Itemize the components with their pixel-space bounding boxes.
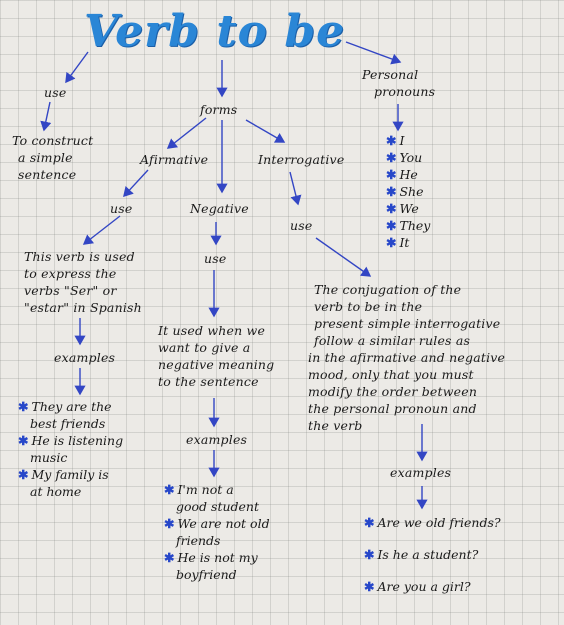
pronouns-line-2: pronouns [374,84,436,99]
forms-label: forms [200,102,238,117]
interrogative-use-label: use [290,218,313,233]
asterisk-icon: ✱ [364,515,375,530]
use-desc-line-2: a simple [18,150,73,165]
pronoun-item: ✱It [386,235,410,250]
arrow-int-use-to-desc [315,237,372,277]
arrow-forms-to-interrogative [245,119,286,143]
example-item: ✱They are the [18,399,112,414]
example-item: ✱Is he a student? [364,547,479,562]
int-desc-line-2: verb to be in the [314,299,423,314]
use-label: use [44,85,67,100]
pronoun-item: ✱We [386,201,419,216]
affirmative-description: This verb is used to express the verbs "… [24,248,142,316]
neg-desc-line-4: to the sentence [158,374,259,389]
asterisk-icon: ✱ [386,218,397,233]
aff-desc-line-3: verbs "Ser" or [24,283,117,298]
asterisk-icon: ✱ [164,550,175,565]
use-desc-line-3: sentence [18,167,77,182]
asterisk-icon: ✱ [386,184,397,199]
arrow-title-to-pronouns [345,41,402,65]
arrow-interrogative-to-use [289,171,302,206]
arrow-title-to-use [65,51,89,84]
asterisk-icon: ✱ [164,516,175,531]
arrow-affirmative-to-use [123,169,149,198]
example-item: ✱Are you a girl? [364,579,471,594]
pronoun-item: ✱He [386,167,418,182]
use-description: To construct a simple sentence [12,132,93,183]
affirmative-use-label: use [110,201,133,216]
example-item-cont: at home [30,484,82,499]
neg-desc-line-3: negative meaning [158,357,275,372]
example-item: ✱He is listening [18,433,124,448]
arrow-use-to-aff-desc [82,215,121,245]
arrow-use-to-desc [40,101,52,132]
pronoun-item: ✱You [386,150,423,165]
neg-desc-line-2: want to give a [158,340,251,355]
example-item: ✱Are we old friends? [364,515,501,530]
arrow-forms-to-affirmative [166,117,207,149]
affirmative-example-list: ✱They are the best friends ✱He is listen… [18,398,123,500]
int-desc-line-5: in the afirmative and negative [308,350,506,365]
pronoun-item: ✱I [386,133,405,148]
example-item-cont: best friends [30,416,106,431]
aff-desc-line-1: This verb is used [24,249,135,264]
asterisk-icon: ✱ [386,167,397,182]
example-item: ✱He is not my [164,550,258,565]
asterisk-icon: ✱ [18,433,29,448]
int-desc-line-9: the verb [308,418,363,433]
asterisk-icon: ✱ [364,579,375,594]
personal-pronouns-label: Personal pronouns [362,66,435,100]
negative-example-list: ✱I'm not a good student ✱We are not old … [164,481,270,583]
int-desc-line-7: modify the order between [308,384,478,399]
int-desc-line-4: follow a similar rules as [314,333,471,348]
interrogative-examples-label: examples [390,465,452,480]
example-item: ✱My family is [18,467,109,482]
neg-desc-line-1: It used when we [158,323,266,338]
aff-desc-line-4: "estar" in Spanish [24,300,142,315]
int-desc-line-3: present simple interrogative [314,316,501,331]
pronoun-list: ✱I ✱You ✱He ✱She ✱We ✱They ✱It [386,132,430,251]
example-item-cont: friends [176,533,221,548]
example-item: ✱We are not old [164,516,270,531]
asterisk-icon: ✱ [386,235,397,250]
interrogative-example-list: ✱Are we old friends? ✱Is he a student? ✱… [364,514,501,595]
asterisk-icon: ✱ [18,399,29,414]
negative-use-label: use [204,251,227,266]
asterisk-icon: ✱ [18,467,29,482]
example-item-cont: good student [176,499,259,514]
negative-examples-label: examples [186,432,248,447]
int-desc-line-6: mood, only that you must [308,367,474,382]
example-item-cont: music [30,450,68,465]
negative-label: Negative [190,201,249,216]
asterisk-icon: ✱ [386,133,397,148]
aff-desc-line-2: to express the [24,266,117,281]
pronoun-item: ✱They [386,218,431,233]
int-desc-line-1: The conjugation of the [314,282,462,297]
negative-description: It used when we want to give a negative … [158,322,274,390]
interrogative-description: The conjugation of the verb to be in the… [308,281,505,434]
example-item: ✱I'm not a [164,482,234,497]
page-title: Verb to be [84,6,346,57]
use-desc-line-1: To construct [12,133,94,148]
int-desc-line-8: the personal pronoun and [308,401,477,416]
affirmative-label: Afirmative [140,152,209,167]
asterisk-icon: ✱ [386,150,397,165]
asterisk-icon: ✱ [364,547,375,562]
asterisk-icon: ✱ [164,482,175,497]
pronoun-item: ✱She [386,184,424,199]
affirmative-examples-label: examples [54,350,116,365]
asterisk-icon: ✱ [386,201,397,216]
pronouns-line-1: Personal [362,67,419,82]
example-item-cont: boyfriend [176,567,237,582]
interrogative-label: Interrogative [258,152,345,167]
